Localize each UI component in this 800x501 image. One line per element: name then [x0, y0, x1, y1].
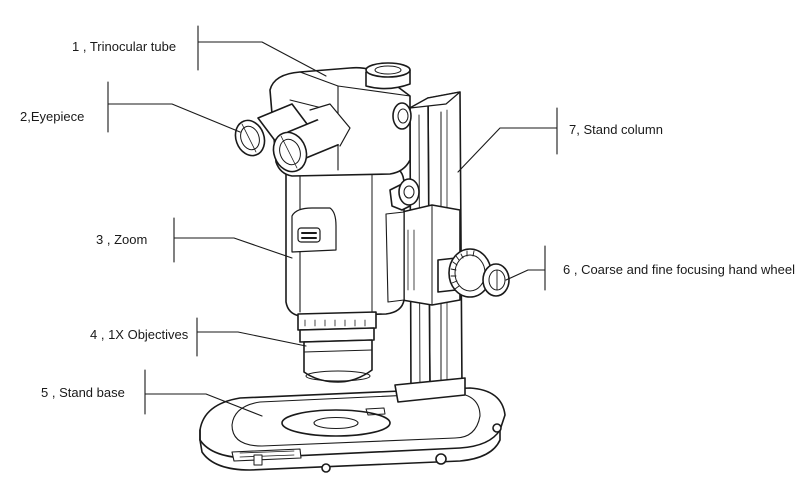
stand-base [199, 387, 506, 473]
label-zoom: 3 , Zoom [96, 232, 148, 247]
label-focusing-wheel: 6 , Coarse and fine focusing hand wheel [563, 262, 795, 277]
callout-line-objectives [196, 317, 307, 357]
callout-line-trinocular [197, 25, 327, 77]
zoom-body [285, 165, 420, 317]
callout-line-stand-base [144, 369, 263, 417]
focusing-hand-wheel [437, 248, 510, 298]
label-objectives: 4 , 1X Objectives [90, 327, 189, 342]
label-stand-base: 5 , Stand base [41, 385, 125, 400]
eyepieces [234, 103, 351, 173]
callout-lines [107, 25, 558, 417]
callout-line-focusing-wheel [505, 245, 546, 291]
label-stand-column: 7, Stand column [569, 122, 663, 137]
objective [297, 311, 377, 383]
callout-line-stand-column [457, 107, 558, 173]
label-trinocular-tube: 1 , Trinocular tube [72, 39, 177, 54]
callout-line-eyepiece [107, 81, 241, 133]
stand-column [394, 91, 466, 403]
label-eyepiece: 2,Eyepiece [20, 109, 85, 124]
callout-line-zoom [173, 217, 293, 263]
